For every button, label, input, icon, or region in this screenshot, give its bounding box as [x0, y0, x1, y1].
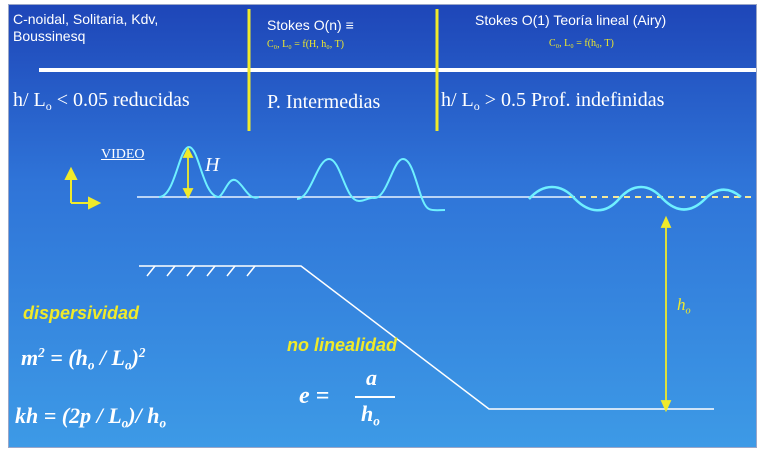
mu-symbol: m: [21, 345, 39, 370]
mu-rhs-sub: o: [87, 357, 95, 373]
dispersivity-formula: m2 = (ho / Lo)2: [21, 345, 146, 374]
depth-label: ho: [677, 295, 691, 317]
header-col1-line2: Boussinesq: [13, 28, 86, 44]
mu-rhs-sub2: o: [124, 357, 132, 373]
mu-rhs-c: ): [131, 345, 139, 370]
regime-shallow-sub: o: [45, 99, 52, 114]
e-formula-numerator: a: [366, 365, 377, 390]
depth-arrow: [660, 215, 672, 413]
regime-shallow: h/ Lo < 0.05 reducidas: [13, 89, 190, 114]
kh-sub2: o: [159, 415, 167, 431]
e-den-main: h: [361, 401, 374, 426]
depth-label-main: h: [677, 295, 686, 314]
mu-exponent: 2: [38, 345, 45, 361]
header-col1-line1: C-noidal, Solitaria, Kdv,: [13, 11, 159, 27]
slide: C-noidal, Solitaria, Kdv, Boussinesq Sto…: [8, 4, 757, 448]
header-col2-formula: C₀, L₀ = f(H, h₀, T): [267, 39, 345, 50]
regime-deep-rest: > 0.5 Prof. indefinidas: [479, 89, 665, 111]
header-col1: C-noidal, Solitaria, Kdv, Boussinesq: [13, 11, 158, 45]
kh-sub: o: [121, 415, 129, 431]
regime-deep-sub: o: [473, 99, 480, 114]
header-col3-title: Stokes O(1) Teoría lineal (Airy): [475, 12, 667, 28]
kh-formula: kh = (2p / Lo)/ ho: [15, 403, 166, 432]
regime-shallow-rest: < 0.05 reducidas: [51, 89, 190, 111]
header-col2-title: Stokes O(n) ≡: [267, 17, 354, 33]
wave-height-label: H: [205, 154, 220, 176]
e-formula-denominator: ho: [361, 401, 380, 430]
seabed-hatching: [146, 265, 256, 277]
kh-a: kh = (2p / L: [15, 403, 122, 428]
dispersivity-label: dispersividad: [23, 303, 140, 323]
regime-shallow-cond: h/ L: [13, 89, 46, 111]
solitary-wave: [158, 145, 260, 199]
wave-height-arrow: [182, 146, 194, 200]
cnoidal-wave: [296, 157, 446, 212]
airy-wave: [528, 185, 742, 212]
header-col3-formula: C₀, L₀ = f(h₀, T): [549, 38, 614, 49]
seabed-profile: [139, 265, 714, 410]
depth-label-sub: o: [685, 305, 691, 317]
regime-intermediate: P. Intermedias: [267, 91, 381, 113]
nonlinearity-label: no linealidad: [287, 335, 398, 355]
e-den-sub: o: [373, 413, 380, 429]
mu-rhs-b: / L: [94, 345, 125, 370]
mu-rhs-exponent: 2: [138, 345, 146, 361]
video-link[interactable]: VIDEO: [101, 147, 145, 162]
mu-rhs-a: = (h: [44, 345, 88, 370]
regime-deep-cond: h/ L: [441, 89, 474, 111]
axes-icon: [64, 166, 102, 210]
wave-diagram: [39, 9, 756, 413]
kh-b: )/ h: [128, 403, 160, 428]
e-formula-lhs: e =: [299, 383, 330, 409]
regime-deep: h/ Lo > 0.5 Prof. indefinidas: [441, 89, 664, 114]
